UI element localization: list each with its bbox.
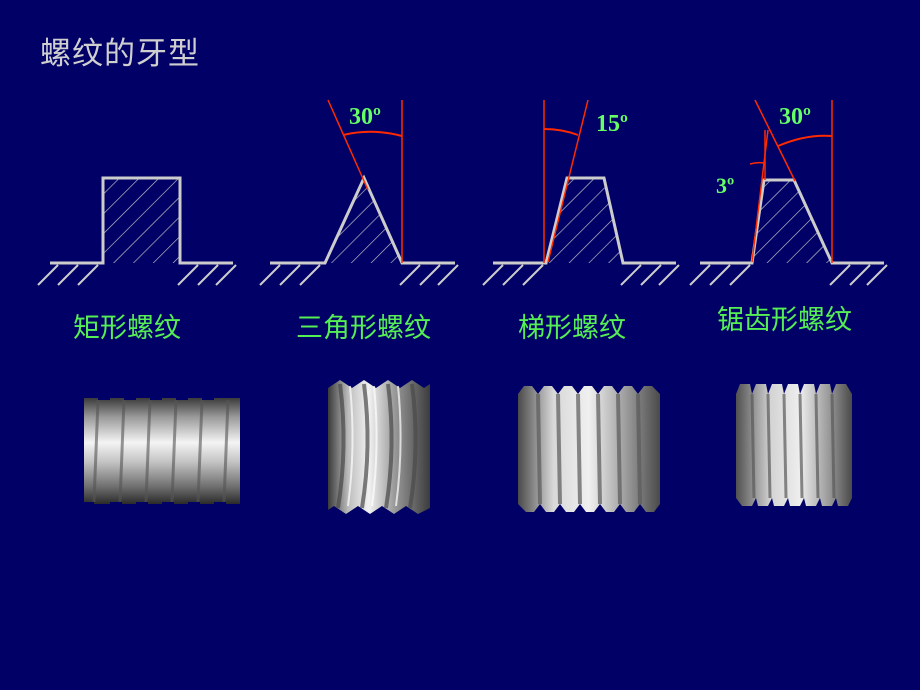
triangular-thread-photo xyxy=(328,380,430,514)
angle-line xyxy=(327,99,369,191)
angle-arc xyxy=(749,161,765,165)
trapezoidal-thread-profile: 15º xyxy=(482,99,680,286)
angle-line xyxy=(751,129,769,263)
label-triangular-thread: 三角形螺纹 xyxy=(296,313,431,344)
label-rectangular-thread: 矩形螺纹 xyxy=(73,313,181,344)
rectangular-thread-profile xyxy=(37,176,237,286)
rectangular-thread-photo xyxy=(84,388,240,514)
angle-arc xyxy=(543,128,579,136)
angle-label-15: 15º xyxy=(596,111,628,137)
angle-label-30: 30º xyxy=(779,104,811,130)
triangular-thread-profile: 30º xyxy=(259,99,459,286)
angle-label-30: 30º xyxy=(349,104,381,130)
slide-title: 螺纹的牙型 xyxy=(40,36,200,72)
angle-line xyxy=(547,99,589,263)
buttress-thread-photo xyxy=(736,384,852,506)
angle-arc xyxy=(342,130,403,137)
angle-arc xyxy=(777,134,833,147)
trapezoidal-thread-photo xyxy=(518,386,660,512)
label-buttress-thread: 锯齿形螺纹 xyxy=(717,305,852,336)
buttress-thread-profile: 30º 3º xyxy=(689,99,888,286)
label-trapezoidal-thread: 梯形螺纹 xyxy=(518,313,626,344)
thread-profile-diagrams: 30º 15º 30º 3º xyxy=(37,99,888,286)
angle-line xyxy=(754,99,796,182)
angle-label-3: 3º xyxy=(716,173,734,198)
